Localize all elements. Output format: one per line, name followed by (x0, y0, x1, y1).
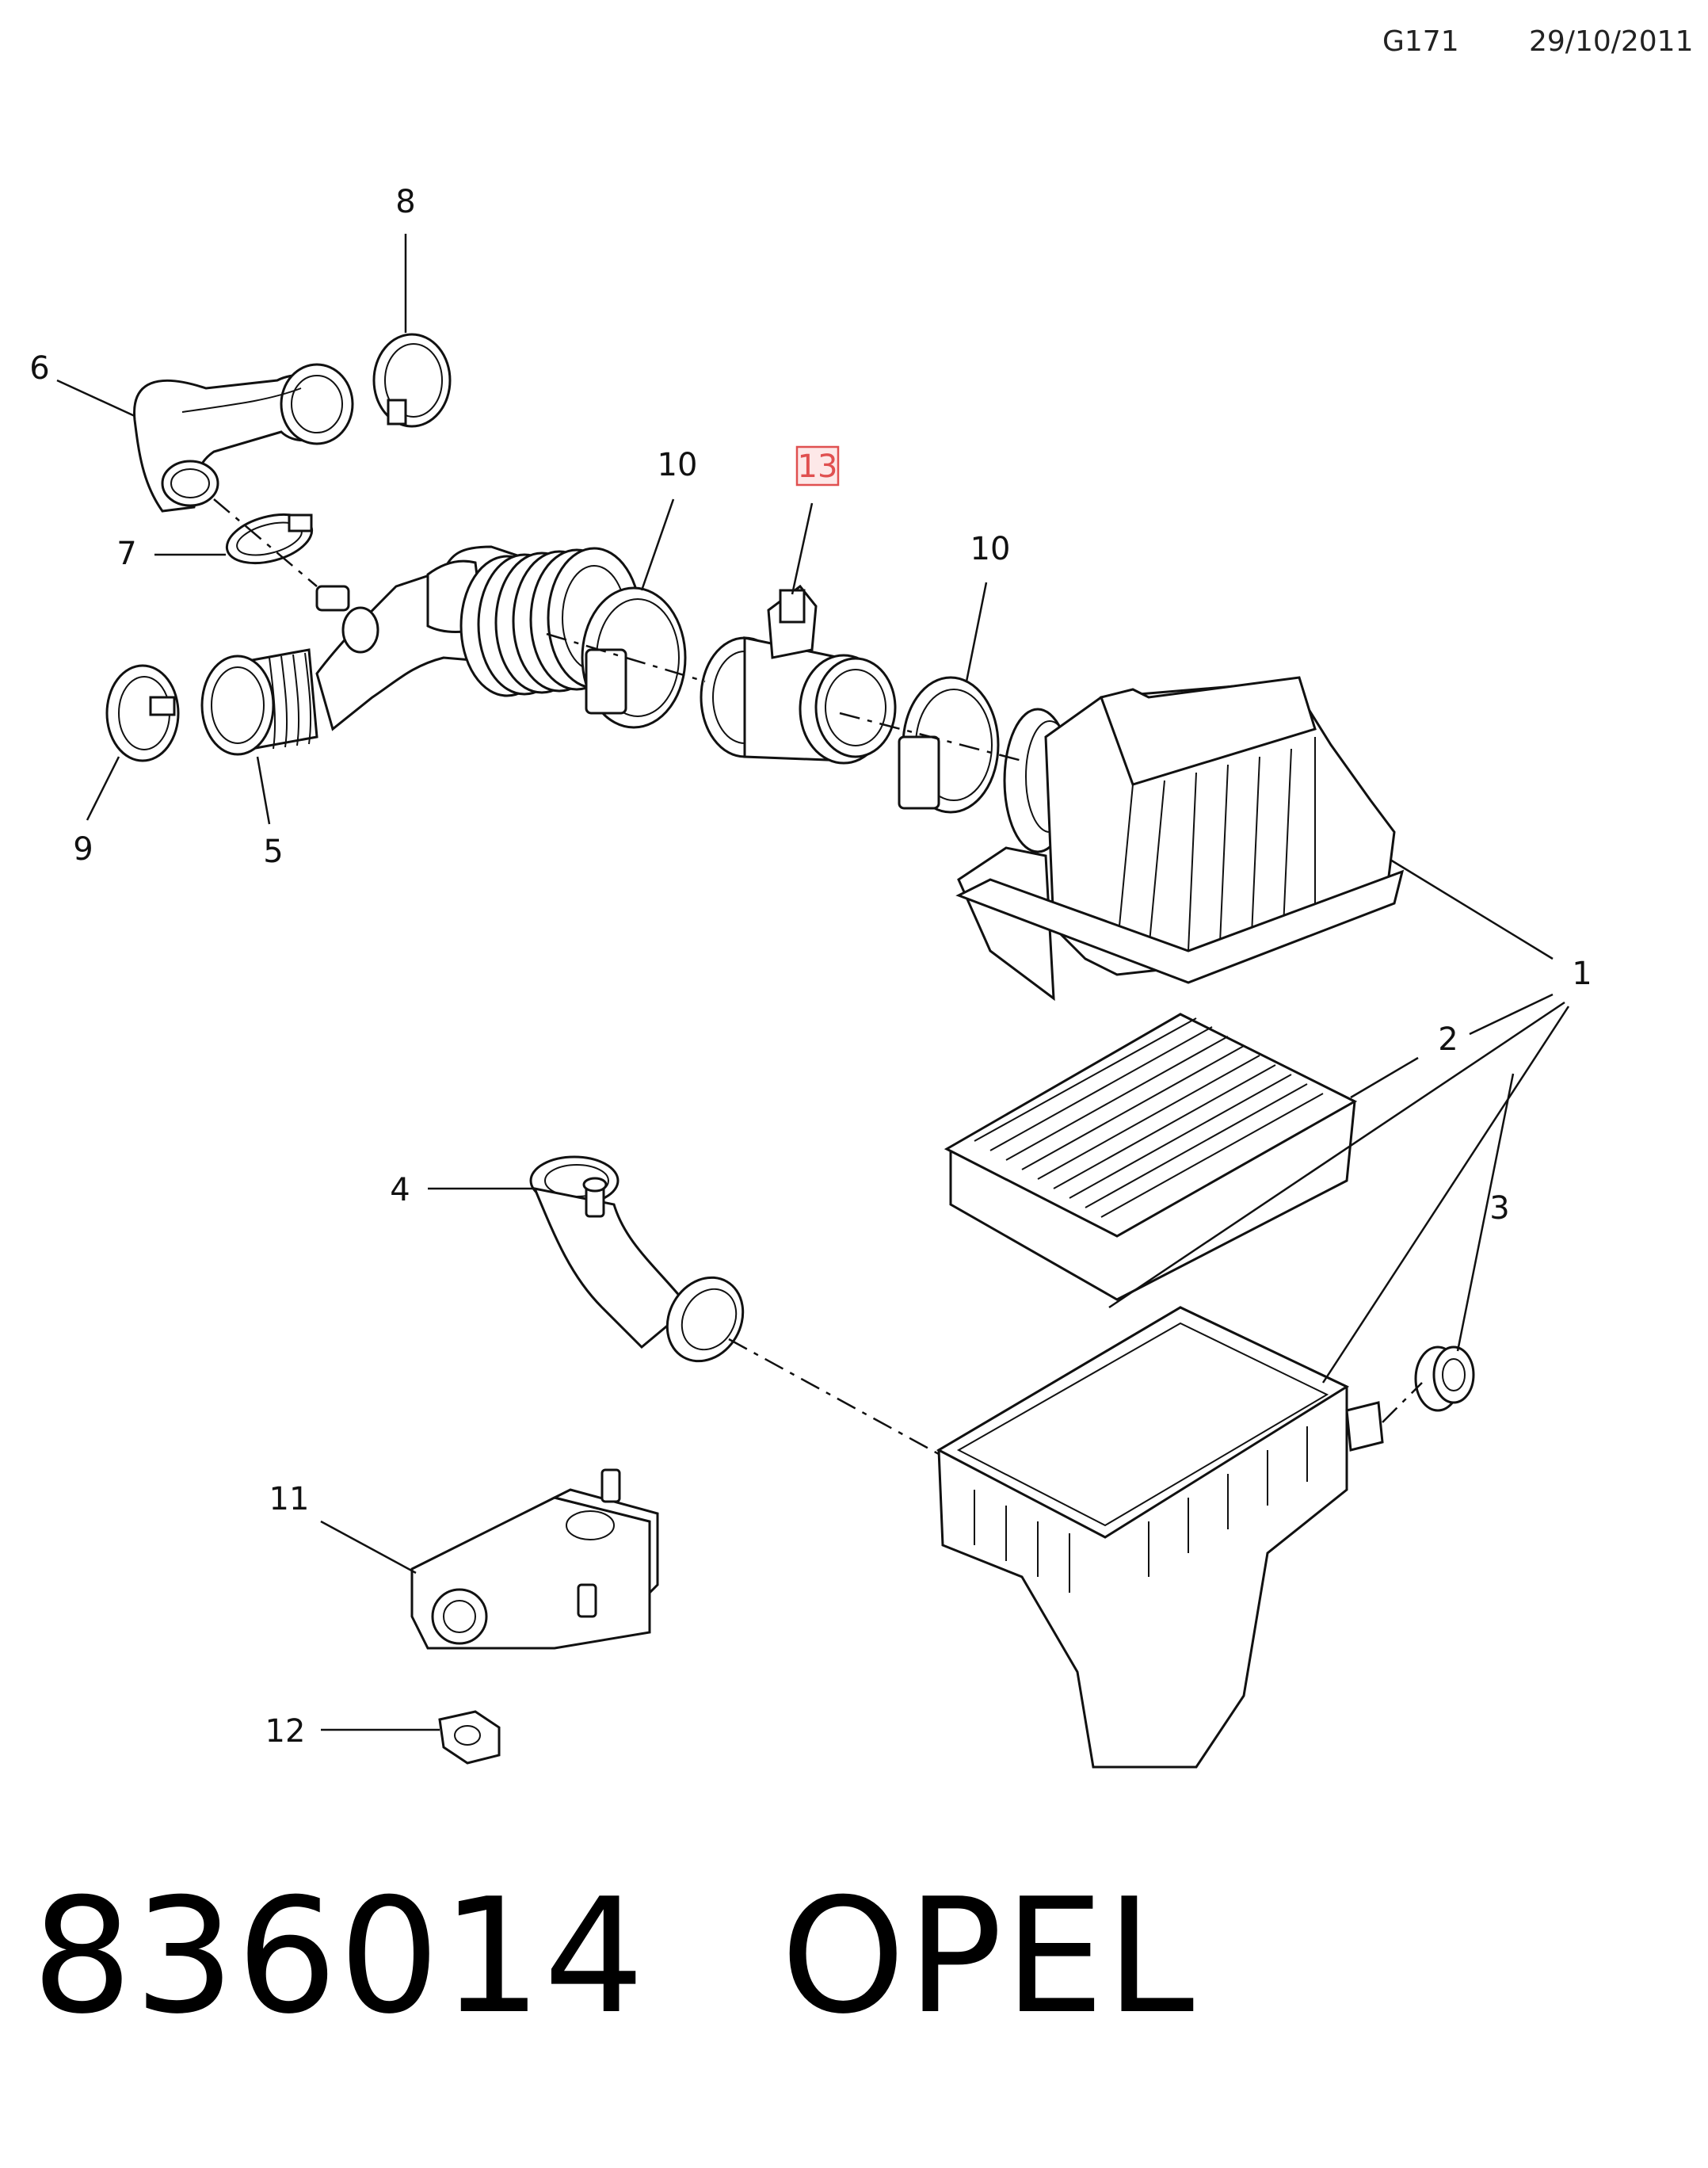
diagram-code: G171 (1382, 25, 1459, 58)
part-11-bracket[interactable] (410, 1468, 659, 1650)
part-number: 836014 (32, 1865, 646, 2049)
part-1-housing-cover[interactable] (955, 676, 1405, 1002)
callout-4[interactable]: 4 (390, 1172, 410, 1208)
part-3-grommet[interactable] (1414, 1345, 1475, 1412)
callout-5[interactable]: 5 (263, 834, 283, 870)
diagram-date: 29/10/2011 (1529, 25, 1694, 58)
callout-9[interactable]: 9 (73, 831, 93, 868)
callout-10-right[interactable]: 10 (970, 531, 1011, 567)
callout-2[interactable]: 2 (1438, 1021, 1458, 1058)
part-7-clamp[interactable] (222, 506, 318, 572)
part-10-clamp-right[interactable] (898, 676, 1000, 814)
part-10-clamp-left[interactable] (581, 586, 687, 729)
brand-name: OPEL (780, 1865, 1196, 2049)
part-2-filter-element[interactable] (944, 1013, 1358, 1301)
part-1-housing-box[interactable] (936, 1306, 1384, 1769)
callout-6[interactable]: 6 (29, 350, 49, 387)
part-13-maf-sensor[interactable] (700, 584, 897, 765)
leader-lines (56, 234, 1570, 1731)
callout-3[interactable]: 3 (1489, 1190, 1509, 1227)
part-4-intake-duct[interactable] (529, 1155, 757, 1375)
callout-10-left[interactable]: 10 (658, 447, 698, 483)
callouts: 8 6 7 9 5 10 13 10 1 2 3 4 11 12 (29, 184, 1592, 1750)
assembly-lines (213, 498, 1423, 1456)
part-5-hose[interactable] (200, 648, 318, 756)
callout-13-highlight (795, 445, 840, 487)
callout-13[interactable]: 13 (798, 448, 838, 485)
part-8-clamp[interactable] (372, 333, 452, 428)
part-12-nut[interactable] (438, 1710, 501, 1765)
callout-7[interactable]: 7 (116, 536, 136, 572)
callout-12[interactable]: 12 (265, 1713, 306, 1750)
callout-11[interactable]: 11 (269, 1481, 310, 1517)
callout-8[interactable]: 8 (395, 184, 415, 220)
part-9-clamp[interactable] (105, 664, 180, 762)
part-6-intake-hose[interactable] (133, 363, 354, 513)
callout-1[interactable]: 1 (1572, 956, 1592, 992)
